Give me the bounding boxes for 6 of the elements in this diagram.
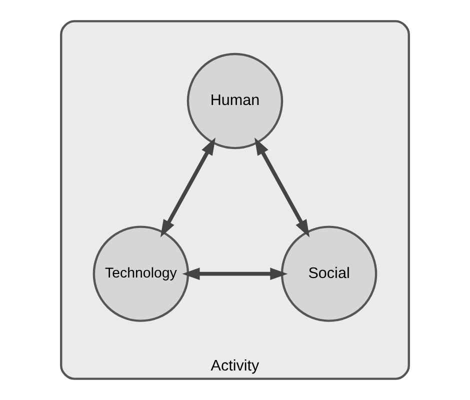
node-circle: Human [186, 52, 284, 150]
arrow [182, 268, 288, 280]
arrow [160, 137, 216, 238]
node-circle: Social [280, 226, 378, 322]
node-circle: Technology [92, 226, 190, 322]
arrow [254, 137, 310, 238]
